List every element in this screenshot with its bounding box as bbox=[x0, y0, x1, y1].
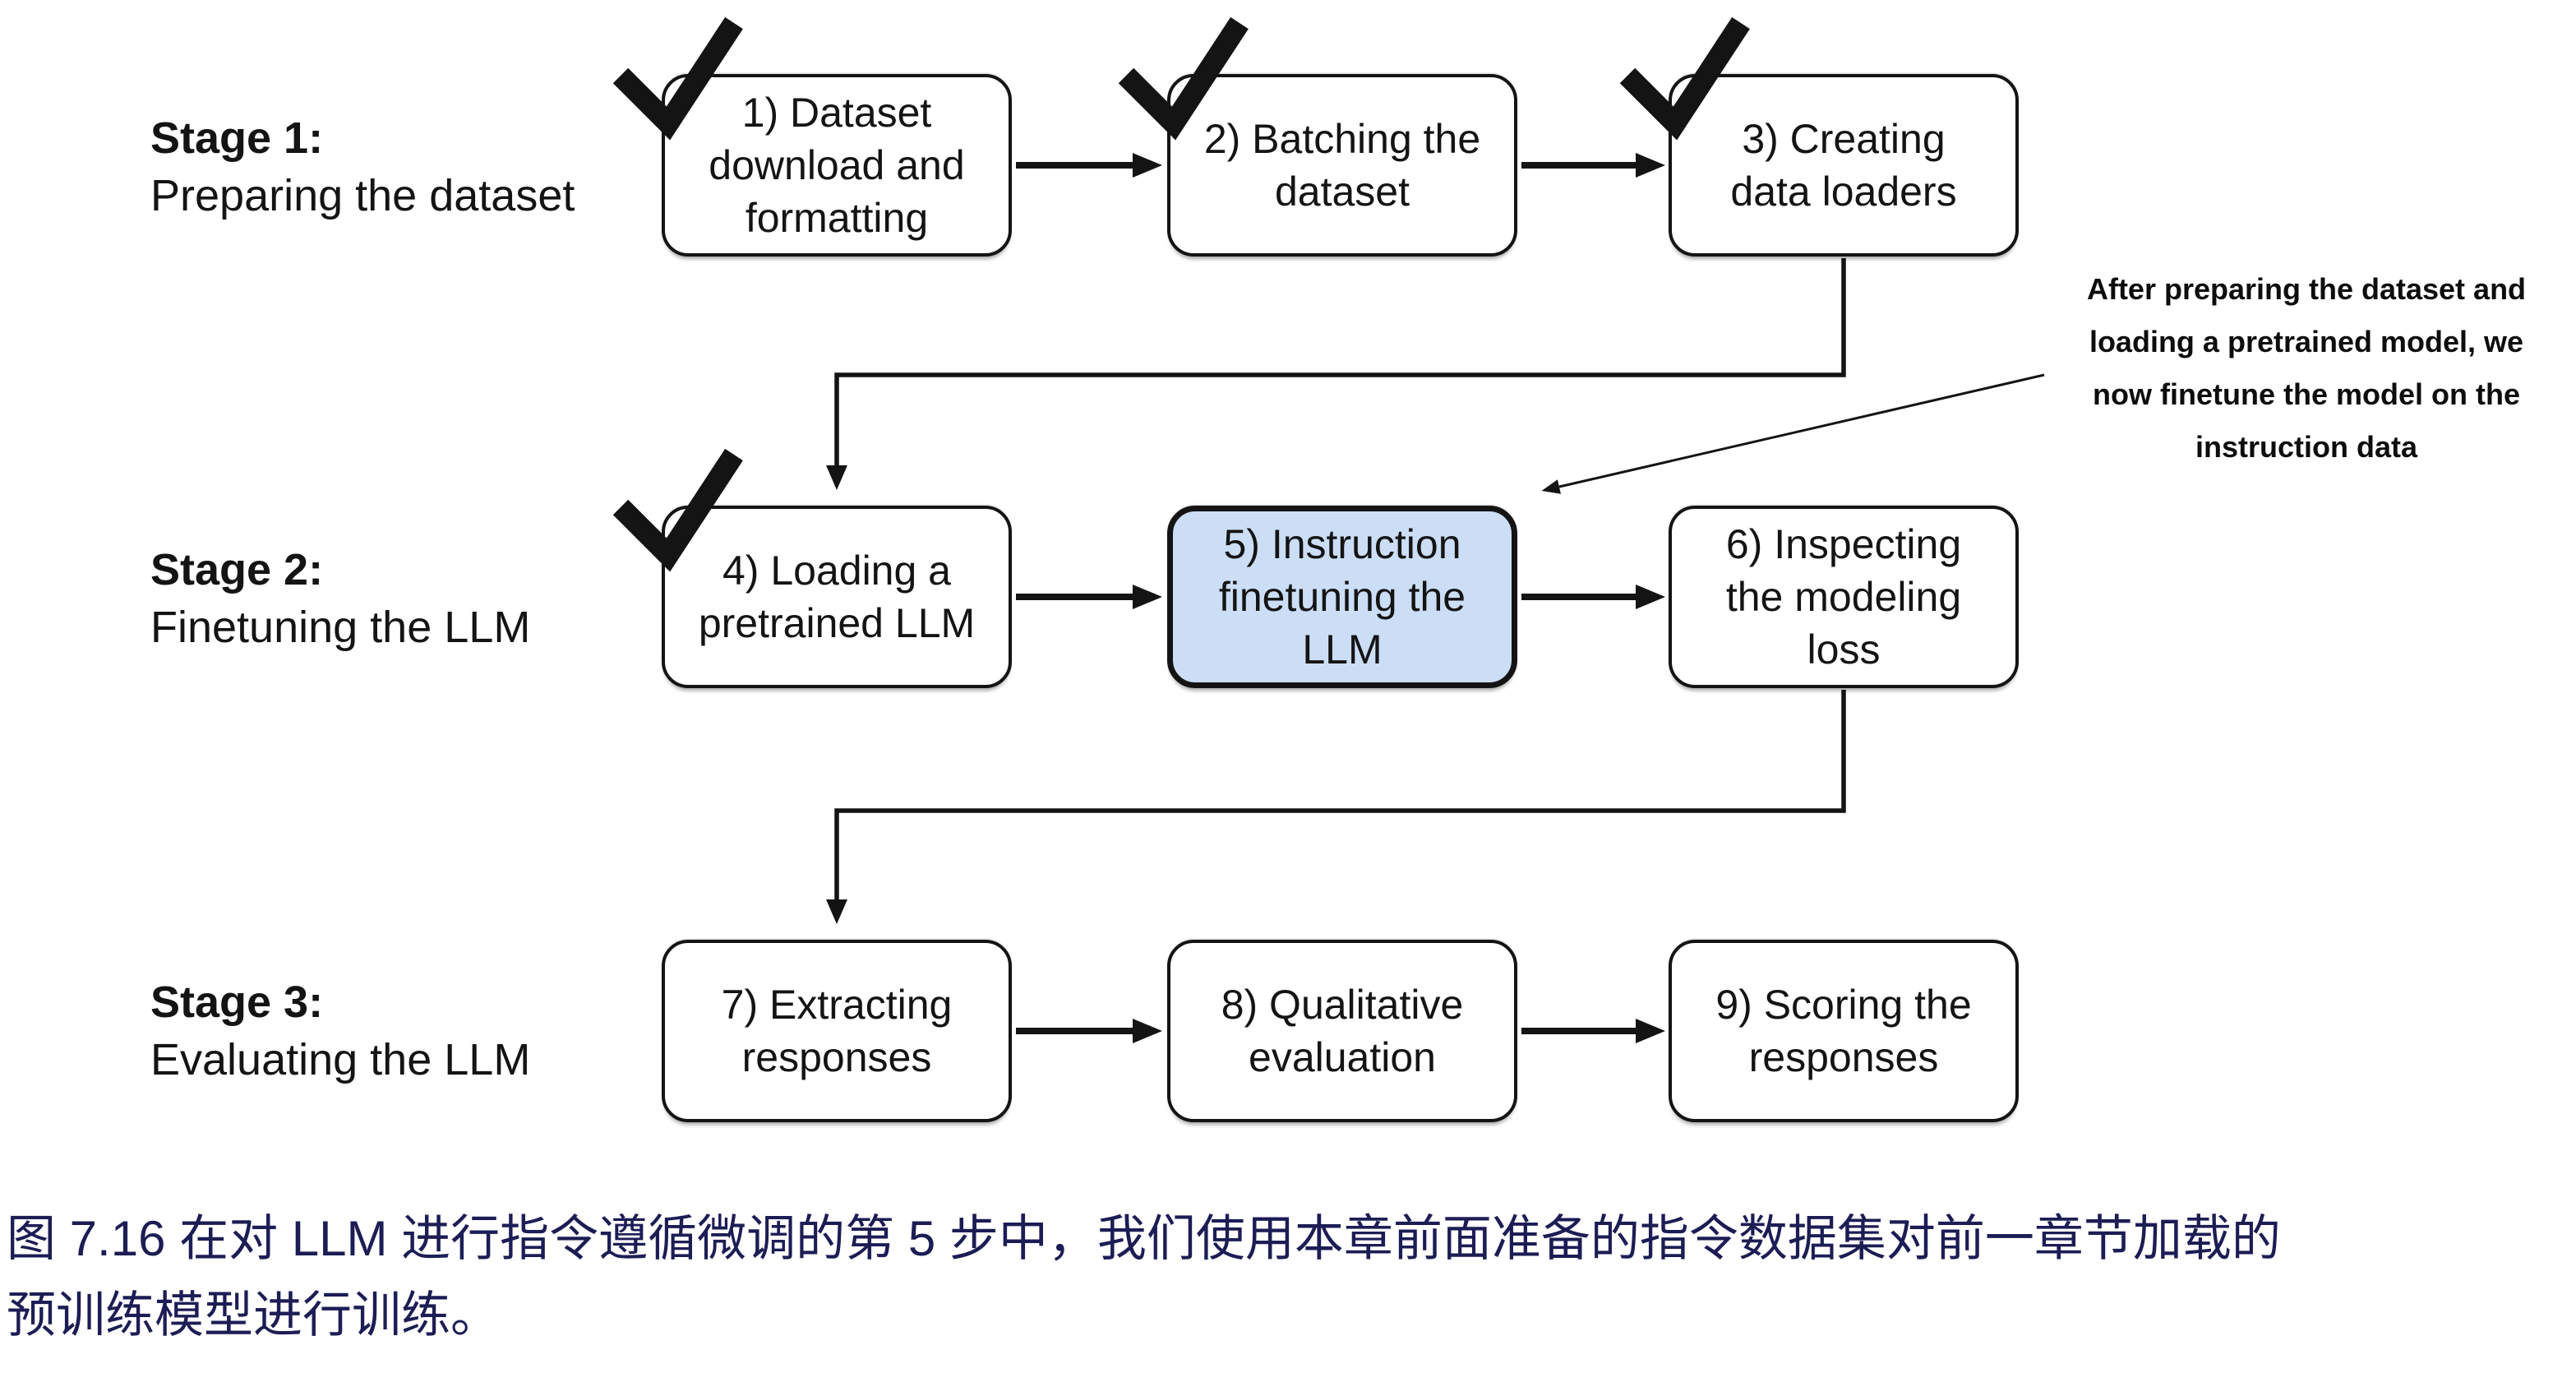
checkmark-icon bbox=[1118, 16, 1249, 141]
elbow-connector-6-to-7 bbox=[826, 690, 1846, 924]
elbow-connector-3-to-4 bbox=[826, 258, 1846, 490]
flow-box-step-9: 9) Scoring the responses bbox=[1669, 940, 2019, 1122]
flow-box-step-6: 6) Inspecting the modeling loss bbox=[1669, 506, 2019, 688]
stage-subtitle: Evaluating the LLM bbox=[150, 1035, 531, 1084]
annotation-arrow bbox=[1541, 373, 2045, 494]
flow-box-label: 1) Dataset download and formatting bbox=[709, 90, 965, 241]
flow-box-label: 6) Inspecting the modeling loss bbox=[1725, 521, 1962, 673]
flow-box-label: 8) Qualitative evaluation bbox=[1221, 982, 1464, 1080]
stage-title: Stage 3: bbox=[150, 978, 324, 1027]
stage-title: Stage 1: bbox=[150, 113, 324, 163]
flow-box-step-5-highlighted: 5) Instruction finetuning the LLM bbox=[1167, 506, 1517, 688]
flow-box-step-1: 1) Dataset download and formatting bbox=[612, 16, 1012, 257]
flow-box-step-4: 4) Loading a pretrained LLM bbox=[612, 448, 1012, 688]
flow-box-label: 5) Instruction finetuning the LLM bbox=[1218, 521, 1466, 673]
checkmark-icon bbox=[1619, 16, 1750, 141]
checkmark-icon bbox=[612, 448, 743, 572]
flow-box-label: 3) Creating data loaders bbox=[1730, 116, 1957, 215]
stage-subtitle: Finetuning the LLM bbox=[150, 603, 531, 652]
stage-subtitle: Preparing the dataset bbox=[150, 171, 575, 220]
flow-box-label: 2) Batching the dataset bbox=[1203, 116, 1481, 215]
flow-box-label: 7) Extracting responses bbox=[721, 982, 953, 1080]
stage-2-label: Stage 2: Finetuning the LLM bbox=[150, 541, 660, 656]
flow-box-label: 9) Scoring the responses bbox=[1715, 982, 1972, 1080]
flow-box-step-8: 8) Qualitative evaluation bbox=[1167, 940, 1517, 1122]
flow-box-step-2: 2) Batching the dataset bbox=[1118, 16, 1517, 257]
figure-caption: 图 7.16 在对 LLM 进行指令遵循微调的第 5 步中，我们使用本章前面准备… bbox=[7, 1211, 2281, 1343]
stage-title: Stage 2: bbox=[150, 545, 324, 594]
stage-1-label: Stage 1: Preparing the dataset bbox=[150, 109, 660, 224]
flow-box-label: 4) Loading a pretrained LLM bbox=[698, 548, 976, 646]
annotation-note: After preparing the dataset and loading … bbox=[2086, 272, 2527, 464]
flow-box-step-3: 3) Creating data loaders bbox=[1619, 16, 2019, 257]
stage-3-label: Stage 3: Evaluating the LLM bbox=[150, 973, 660, 1089]
flow-box-step-7: 7) Extracting responses bbox=[662, 940, 1012, 1122]
checkmark-icon bbox=[612, 16, 743, 141]
